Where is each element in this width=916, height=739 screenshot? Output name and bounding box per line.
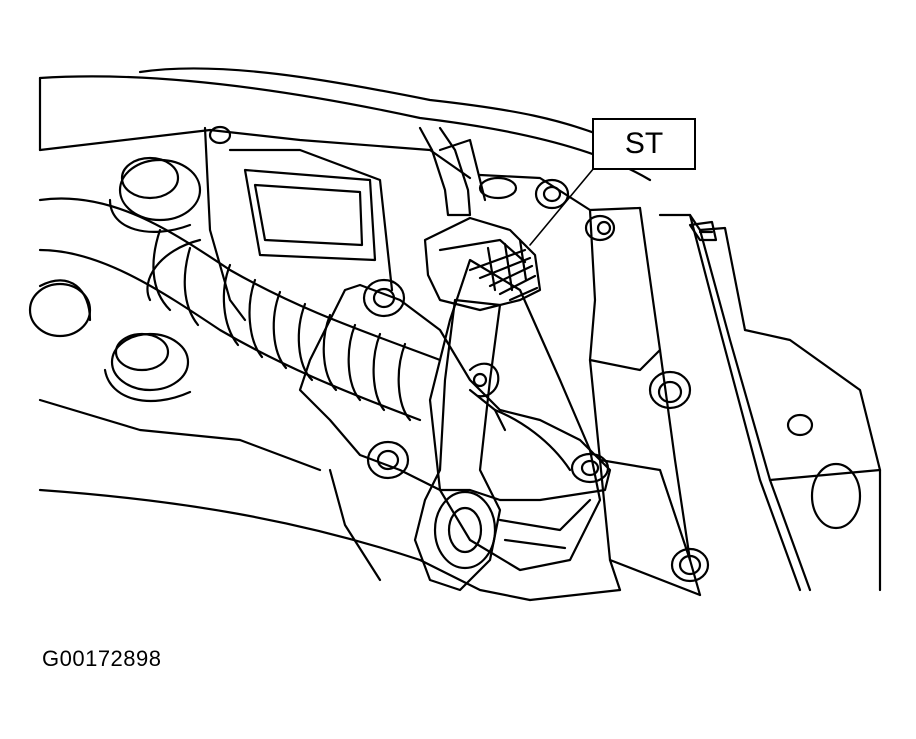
wire-connector xyxy=(418,126,542,312)
callout-leader-line xyxy=(529,167,595,246)
left-bolts xyxy=(28,156,202,403)
shift-lever xyxy=(413,298,507,592)
shift-cable xyxy=(38,197,442,422)
case-bolts xyxy=(208,125,862,583)
transmission-case xyxy=(38,67,882,602)
st-callout-box: ST xyxy=(592,118,696,170)
st-callout-label: ST xyxy=(624,127,664,160)
neutral-start-switch xyxy=(428,258,602,572)
figure-id: G00172898 xyxy=(42,646,162,671)
